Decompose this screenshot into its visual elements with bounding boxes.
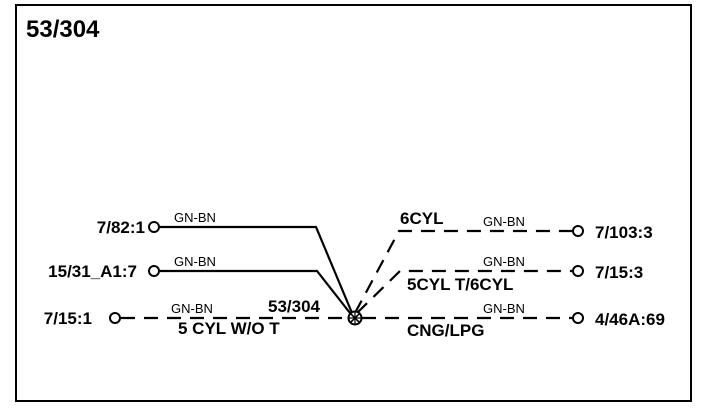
wire-left-2: 15/31_A1:7 GN-BN bbox=[48, 254, 351, 314]
terminal-circle bbox=[148, 265, 160, 277]
terminal-label: 7/15:3 bbox=[595, 263, 643, 282]
wire-line bbox=[356, 269, 572, 314]
wire-color-label: GN-BN bbox=[174, 254, 216, 269]
terminal-label: 7/103:3 bbox=[595, 223, 653, 242]
terminal-label: 4/46A:69 bbox=[595, 310, 665, 329]
terminal-circle bbox=[572, 225, 584, 237]
option-label-6cyl: 6CYL bbox=[400, 209, 443, 228]
terminal-label: 7/82:1 bbox=[97, 218, 145, 237]
wire-left-1: 7/82:1 GN-BN bbox=[97, 210, 354, 314]
wire-color-label: GN-BN bbox=[174, 210, 216, 225]
terminal-circle bbox=[572, 265, 584, 277]
terminal-circle bbox=[572, 312, 584, 324]
wire-color-label: GN-BN bbox=[483, 254, 525, 269]
option-label-cng-lpg: CNG/LPG bbox=[407, 321, 484, 340]
option-label-5cyl-without-turbo: 5 CYL W/O T bbox=[178, 319, 280, 338]
terminal-label: 15/31_A1:7 bbox=[48, 262, 137, 281]
wire-color-label: GN-BN bbox=[483, 214, 525, 229]
diagram-title: 53/304 bbox=[26, 16, 100, 43]
terminal-label: 7/15:1 bbox=[44, 309, 92, 328]
diagram-frame bbox=[15, 4, 692, 402]
splice-label: 53/304 bbox=[268, 297, 321, 316]
splice-point bbox=[347, 310, 363, 326]
wire-line bbox=[354, 229, 572, 314]
wire-right-2: 7/15:3 GN-BN 5CYL T/6CYL bbox=[356, 254, 643, 314]
wire-color-label: GN-BN bbox=[483, 301, 525, 316]
wire-line bbox=[160, 225, 354, 314]
terminal-circle bbox=[148, 221, 160, 233]
wire-color-label: GN-BN bbox=[171, 301, 213, 316]
terminal-circle bbox=[109, 312, 121, 324]
option-label-5cyl-turbo-6cyl: 5CYL T/6CYL bbox=[407, 275, 513, 294]
wire-left-3: 7/15:1 GN-BN 5 CYL W/O T bbox=[44, 301, 348, 338]
wire-line bbox=[160, 269, 351, 314]
wire-right-1: 7/103:3 GN-BN 6CYL bbox=[354, 209, 653, 314]
wire-right-3: 4/46A:69 GN-BN CNG/LPG bbox=[362, 301, 665, 340]
